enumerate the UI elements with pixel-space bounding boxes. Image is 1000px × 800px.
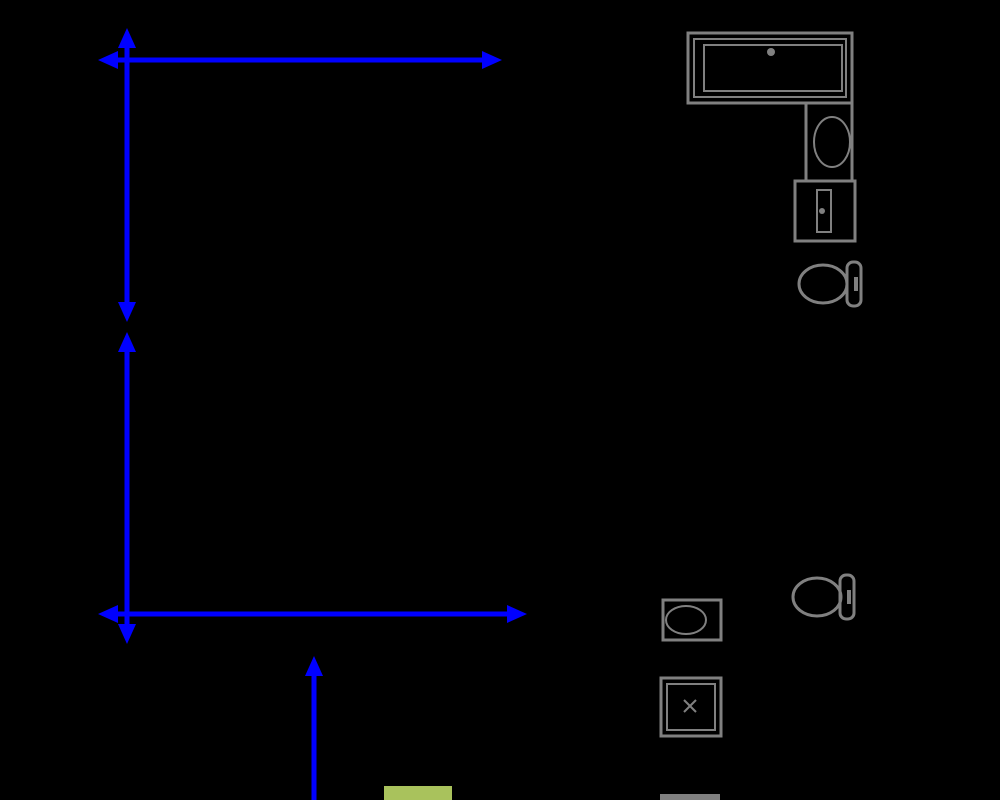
arrowhead-left-icon (98, 51, 118, 69)
fixtures (659, 31, 863, 800)
counter-icon (660, 794, 720, 800)
arrowhead-down-icon (118, 624, 136, 644)
arrowhead-up-icon (118, 332, 136, 352)
arrowhead-left-icon (98, 605, 118, 623)
dimension-line-left-lower (118, 332, 136, 644)
arrowhead-right-icon (507, 605, 527, 623)
dimension-line-bottom (98, 605, 527, 623)
marker-swatch (384, 786, 452, 800)
toilet-icon (797, 260, 863, 308)
arrowhead-up-icon (118, 28, 136, 48)
bathtub-icon (686, 31, 854, 105)
shower-icon (659, 676, 723, 738)
arrowhead-up-icon (305, 656, 323, 676)
dimension-lines (98, 28, 527, 800)
dimension-line-bottom-vertical (305, 656, 323, 800)
dimension-line-top (98, 51, 502, 69)
dimension-line-left-upper (118, 28, 136, 322)
arrowhead-right-icon (482, 51, 502, 69)
arrowhead-down-icon (118, 302, 136, 322)
sink-icon (661, 598, 723, 642)
shower-icon (793, 179, 857, 243)
toilet-icon (791, 573, 856, 621)
sink-icon (804, 101, 854, 183)
